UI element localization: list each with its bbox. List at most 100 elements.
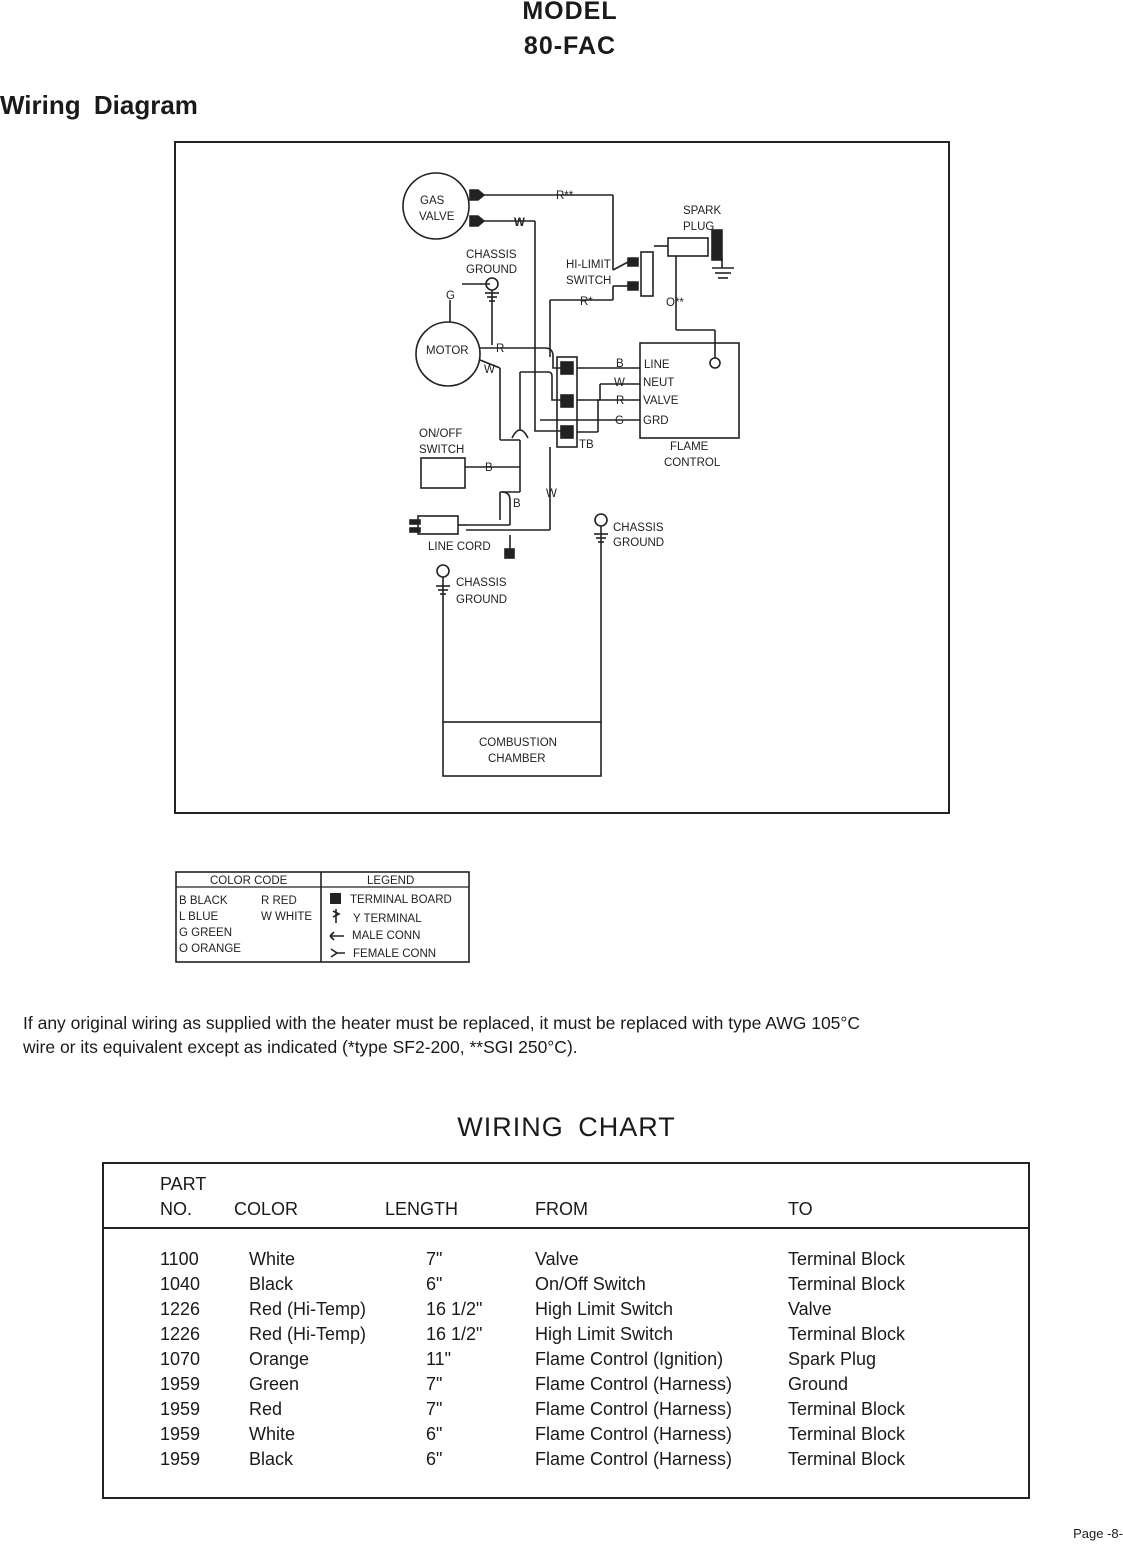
wire-label-r-double-star: R** xyxy=(556,190,574,202)
color-cell: White xyxy=(249,1249,296,1269)
wire-label-g: G xyxy=(615,415,624,427)
hi-limit-label-2: SWITCH xyxy=(566,275,611,287)
part-no-cell: 1959 xyxy=(160,1449,201,1469)
gas-valve-label-2: VALVE xyxy=(419,211,455,223)
combustion-chamber-label-2: CHAMBER xyxy=(488,753,546,765)
to-cell: Valve xyxy=(788,1299,832,1319)
terminal-label-grd: GRD xyxy=(643,415,669,427)
terminal-board-icon xyxy=(330,893,341,904)
part-no-cell: 1100 xyxy=(160,1249,199,1269)
line-cord-label: LINE CORD xyxy=(428,541,491,553)
part-no-cell: 1959 xyxy=(160,1374,201,1394)
wire-label-b: B xyxy=(616,358,624,370)
header-no: NO. xyxy=(160,1199,193,1219)
from-cell: High Limit Switch xyxy=(535,1299,674,1319)
color-cell: Black xyxy=(249,1449,294,1469)
length-cell: 6" xyxy=(426,1449,443,1469)
legend-title: LEGEND xyxy=(367,875,414,887)
chassis-ground-label: CHASSIS xyxy=(613,522,664,534)
motor-label: MOTOR xyxy=(426,345,469,357)
wire-label-w: W xyxy=(484,364,495,376)
terminal-label-valve: VALVE xyxy=(643,395,679,407)
color-cell: Red xyxy=(249,1399,283,1419)
to-cell: Terminal Block xyxy=(788,1324,906,1344)
color-cell: Red (Hi-Temp) xyxy=(249,1299,367,1319)
part-no-cell: 1226 xyxy=(160,1299,201,1319)
header-part: PART xyxy=(160,1174,207,1194)
color-code-entry: B BLACK xyxy=(179,895,228,907)
part-no-cell: 1959 xyxy=(160,1424,201,1444)
terminal-label-line: LINE xyxy=(644,359,670,371)
wire-label-w: W xyxy=(546,488,557,500)
table-row: 1959 White 6" Flame Control (Harness) Termin… xyxy=(104,1424,1028,1449)
header-length: LENGTH xyxy=(385,1199,459,1219)
flame-control-label: FLAME xyxy=(670,441,709,453)
wire-label-g: G xyxy=(446,290,455,302)
length-cell: 6" xyxy=(426,1424,443,1444)
length-cell: 7" xyxy=(426,1374,443,1394)
color-cell: Green xyxy=(249,1374,300,1394)
to-cell: Terminal Block xyxy=(788,1249,906,1269)
onoff-switch-label: ON/OFF xyxy=(419,428,462,440)
wire-label-r-star: R* xyxy=(580,296,593,308)
model-number: 80-FAC xyxy=(523,32,617,60)
gas-valve-symbol xyxy=(402,172,470,240)
note-line: wire or its equivalent except as indicat… xyxy=(23,1037,578,1057)
color-cell: Orange xyxy=(249,1349,310,1369)
chassis-ground-label: CHASSIS xyxy=(456,577,507,589)
color-code-entry: O ORANGE xyxy=(179,943,241,955)
length-cell: 6" xyxy=(426,1274,443,1294)
to-cell: Terminal Block xyxy=(788,1424,906,1444)
wire-label-o-double-star: O** xyxy=(666,297,684,309)
color-code-title: COLOR CODE xyxy=(210,875,288,887)
spark-plug-label: SPARK xyxy=(683,205,721,217)
from-cell: Flame Control (Harness) xyxy=(535,1424,733,1444)
female-conn-icon xyxy=(330,948,345,958)
header-color: COLOR xyxy=(234,1199,299,1219)
chassis-ground-label-2: GROUND xyxy=(456,594,507,606)
header-to: TO xyxy=(788,1199,813,1219)
y-terminal-icon xyxy=(332,909,341,923)
length-cell: 16 1/2" xyxy=(426,1324,483,1344)
wire-label-r: R xyxy=(496,343,504,355)
note-line: If any original wiring as supplied with … xyxy=(23,1013,861,1033)
header-from: FROM xyxy=(535,1199,588,1219)
from-cell: Valve xyxy=(535,1249,579,1269)
wire-label-r: R xyxy=(616,395,624,407)
length-cell: 16 1/2" xyxy=(426,1299,483,1319)
chassis-ground-label: CHASSIS xyxy=(466,249,517,261)
terminal-label-neut: NEUT xyxy=(643,377,674,389)
legend-item: TERMINAL BOARD xyxy=(350,894,452,906)
chassis-ground-label-2: GROUND xyxy=(613,537,664,549)
color-code-legend: COLOR CODE LEGEND B BLACK L BLUE G GREEN… xyxy=(175,871,471,969)
chassis-ground-label-2: GROUND xyxy=(466,264,517,276)
flame-control-label-2: CONTROL xyxy=(664,457,721,469)
from-cell: Flame Control (Ignition) xyxy=(535,1349,724,1369)
from-cell: Flame Control (Harness) xyxy=(535,1399,733,1419)
to-cell: Terminal Block xyxy=(788,1399,906,1419)
legend-item: FEMALE CONN xyxy=(353,948,436,960)
color-code-entry: W WHITE xyxy=(261,911,312,923)
from-cell: High Limit Switch xyxy=(535,1324,674,1344)
color-cell: White xyxy=(249,1424,296,1444)
model-label: MODEL xyxy=(522,0,618,25)
gas-valve-label: GAS xyxy=(420,195,445,207)
combustion-chamber-label: COMBUSTION xyxy=(479,737,557,749)
part-no-cell: 1040 xyxy=(160,1274,201,1294)
wire-label-b: B xyxy=(513,498,521,510)
onoff-switch-label-2: SWITCH xyxy=(419,444,464,456)
color-code-entry: L BLUE xyxy=(179,911,219,923)
length-cell: 7" xyxy=(426,1399,443,1419)
spark-plug-label-2: PLUG xyxy=(683,221,714,233)
wiring-diagram: W xyxy=(174,141,950,814)
hi-limit-label: HI-LIMIT xyxy=(566,259,611,271)
part-no-cell: 1070 xyxy=(160,1349,201,1369)
terminal-block-label: TB xyxy=(579,439,594,451)
